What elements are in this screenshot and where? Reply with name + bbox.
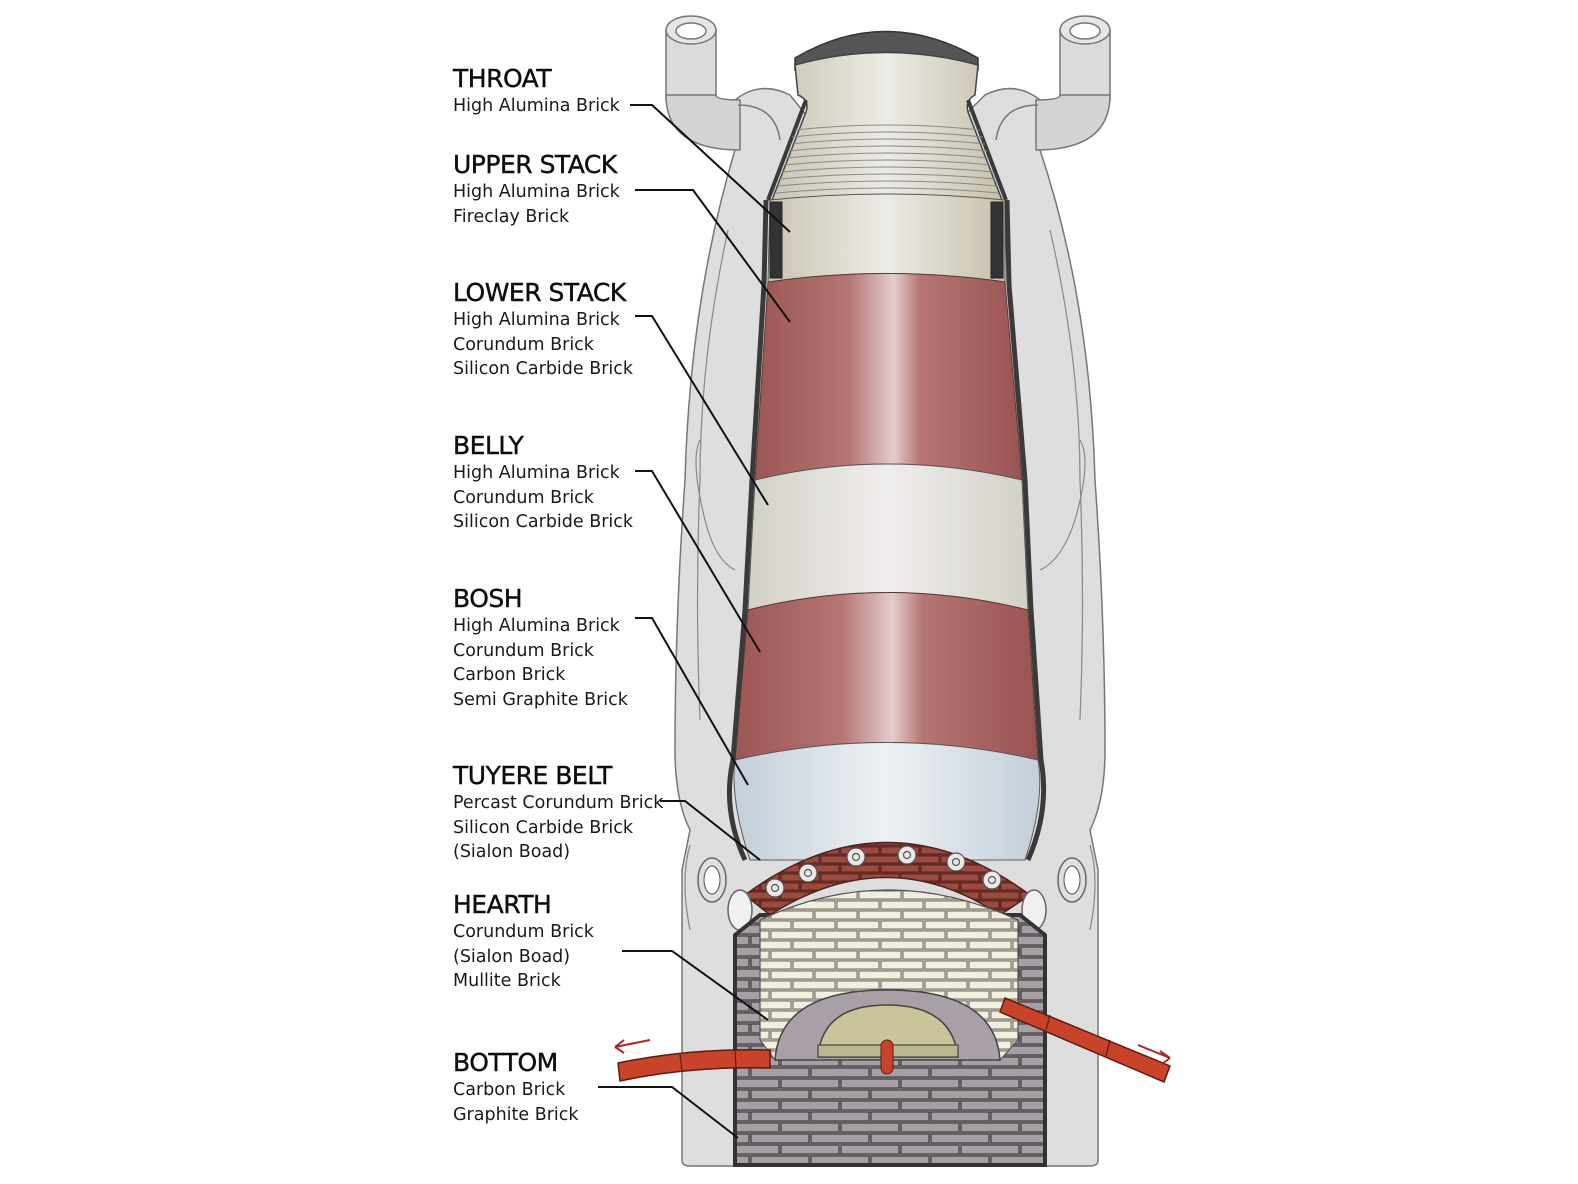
leader-line-bosh <box>635 617 749 786</box>
lower-stack-section <box>754 273 1023 481</box>
label-bosh: BOSH High Alumina Brick Corundum Brick C… <box>453 584 628 712</box>
bosh-section <box>734 592 1039 761</box>
material-item: Percast Corundum Brick <box>453 793 664 813</box>
material-item: Corundum Brick <box>453 922 594 942</box>
section-title-lower-stack: LOWER STACK <box>453 278 627 307</box>
label-upper-stack: UPPER STACK High Alumina Brick Fireclay … <box>453 150 620 229</box>
lining-edge-right <box>1006 284 1047 862</box>
leader-line-belly <box>635 470 761 653</box>
throat-section <box>766 30 1008 201</box>
material-item: High Alumina Brick <box>453 182 620 202</box>
material-item: Mullite Brick <box>453 971 561 991</box>
material-item: Corundum Brick <box>453 487 594 508</box>
tuyere-nozzles <box>765 845 1002 898</box>
label-throat: THROAT High Alumina Brick <box>453 64 620 119</box>
outflow-arrow-left-icon <box>614 1039 651 1054</box>
section-title-throat: THROAT <box>453 64 552 93</box>
leader-line-tuyere-belt <box>660 800 761 861</box>
gas-uptake-pipe-right <box>995 15 1111 151</box>
material-item: High Alumina Brick <box>453 310 620 330</box>
leader-line-bottom <box>598 1086 739 1139</box>
belly-section <box>747 463 1029 611</box>
gas-uptake-pipe-left <box>665 15 781 151</box>
material-item: Corundum Brick <box>453 640 594 661</box>
material-item: Silicon Carbide Brick <box>453 512 634 532</box>
material-item: Carbon Brick <box>453 1080 566 1100</box>
tuyere-belt-section <box>733 742 1041 861</box>
leader-line-lower-stack <box>635 315 769 506</box>
material-item: Silicon Carbide Brick <box>453 359 634 379</box>
section-title-bosh: BOSH <box>453 584 523 613</box>
taphole-right <box>999 997 1171 1083</box>
material-item: (Sialon Boad) <box>453 946 571 967</box>
upper-stack-section <box>761 193 1012 286</box>
material-item: (Sialon Boad) <box>453 842 571 862</box>
throat-ring-lines <box>775 124 1000 194</box>
outflow-arrow-right-icon <box>1137 1044 1171 1065</box>
material-item: High Alumina Brick <box>453 96 620 116</box>
leader-line-upper-stack <box>635 189 791 323</box>
material-item: Silicon Carbide Brick <box>453 817 634 838</box>
label-lower-stack: LOWER STACK High Alumina Brick Corundum … <box>453 278 633 382</box>
section-title-belly: BELLY <box>453 431 524 460</box>
tuyere-brick-arch <box>697 841 1087 931</box>
leader-lines <box>598 104 791 1139</box>
lining-edge-left <box>726 284 767 862</box>
material-item: Graphite Brick <box>453 1104 579 1125</box>
label-bottom: BOTTOM Carbon Brick Graphite Brick <box>453 1048 579 1127</box>
material-item: Fireclay Brick <box>453 206 570 227</box>
material-item: High Alumina Brick <box>453 616 620 636</box>
material-item: Semi Graphite Brick <box>453 689 628 710</box>
label-hearth: HEARTH Corundum Brick (Sialon Boad) Mull… <box>453 890 594 994</box>
leader-line-hearth <box>622 950 769 1021</box>
material-item: Carbon Brick <box>453 665 566 685</box>
material-item: Corundum Brick <box>453 334 594 355</box>
section-title-upper-stack: UPPER STACK <box>453 150 618 179</box>
label-belly: BELLY High Alumina Brick Corundum Brick … <box>453 431 633 535</box>
hearth-bottom-section <box>733 889 1047 1167</box>
section-title-tuyere-belt: TUYERE BELT <box>453 761 613 790</box>
material-item: High Alumina Brick <box>453 463 620 483</box>
taphole-left <box>614 1039 771 1082</box>
section-title-hearth: HEARTH <box>453 890 552 919</box>
leader-line-throat <box>630 104 791 233</box>
section-title-bottom: BOTTOM <box>453 1048 559 1077</box>
label-tuyere-belt: TUYERE BELT Percast Corundum Brick Silic… <box>453 761 664 865</box>
